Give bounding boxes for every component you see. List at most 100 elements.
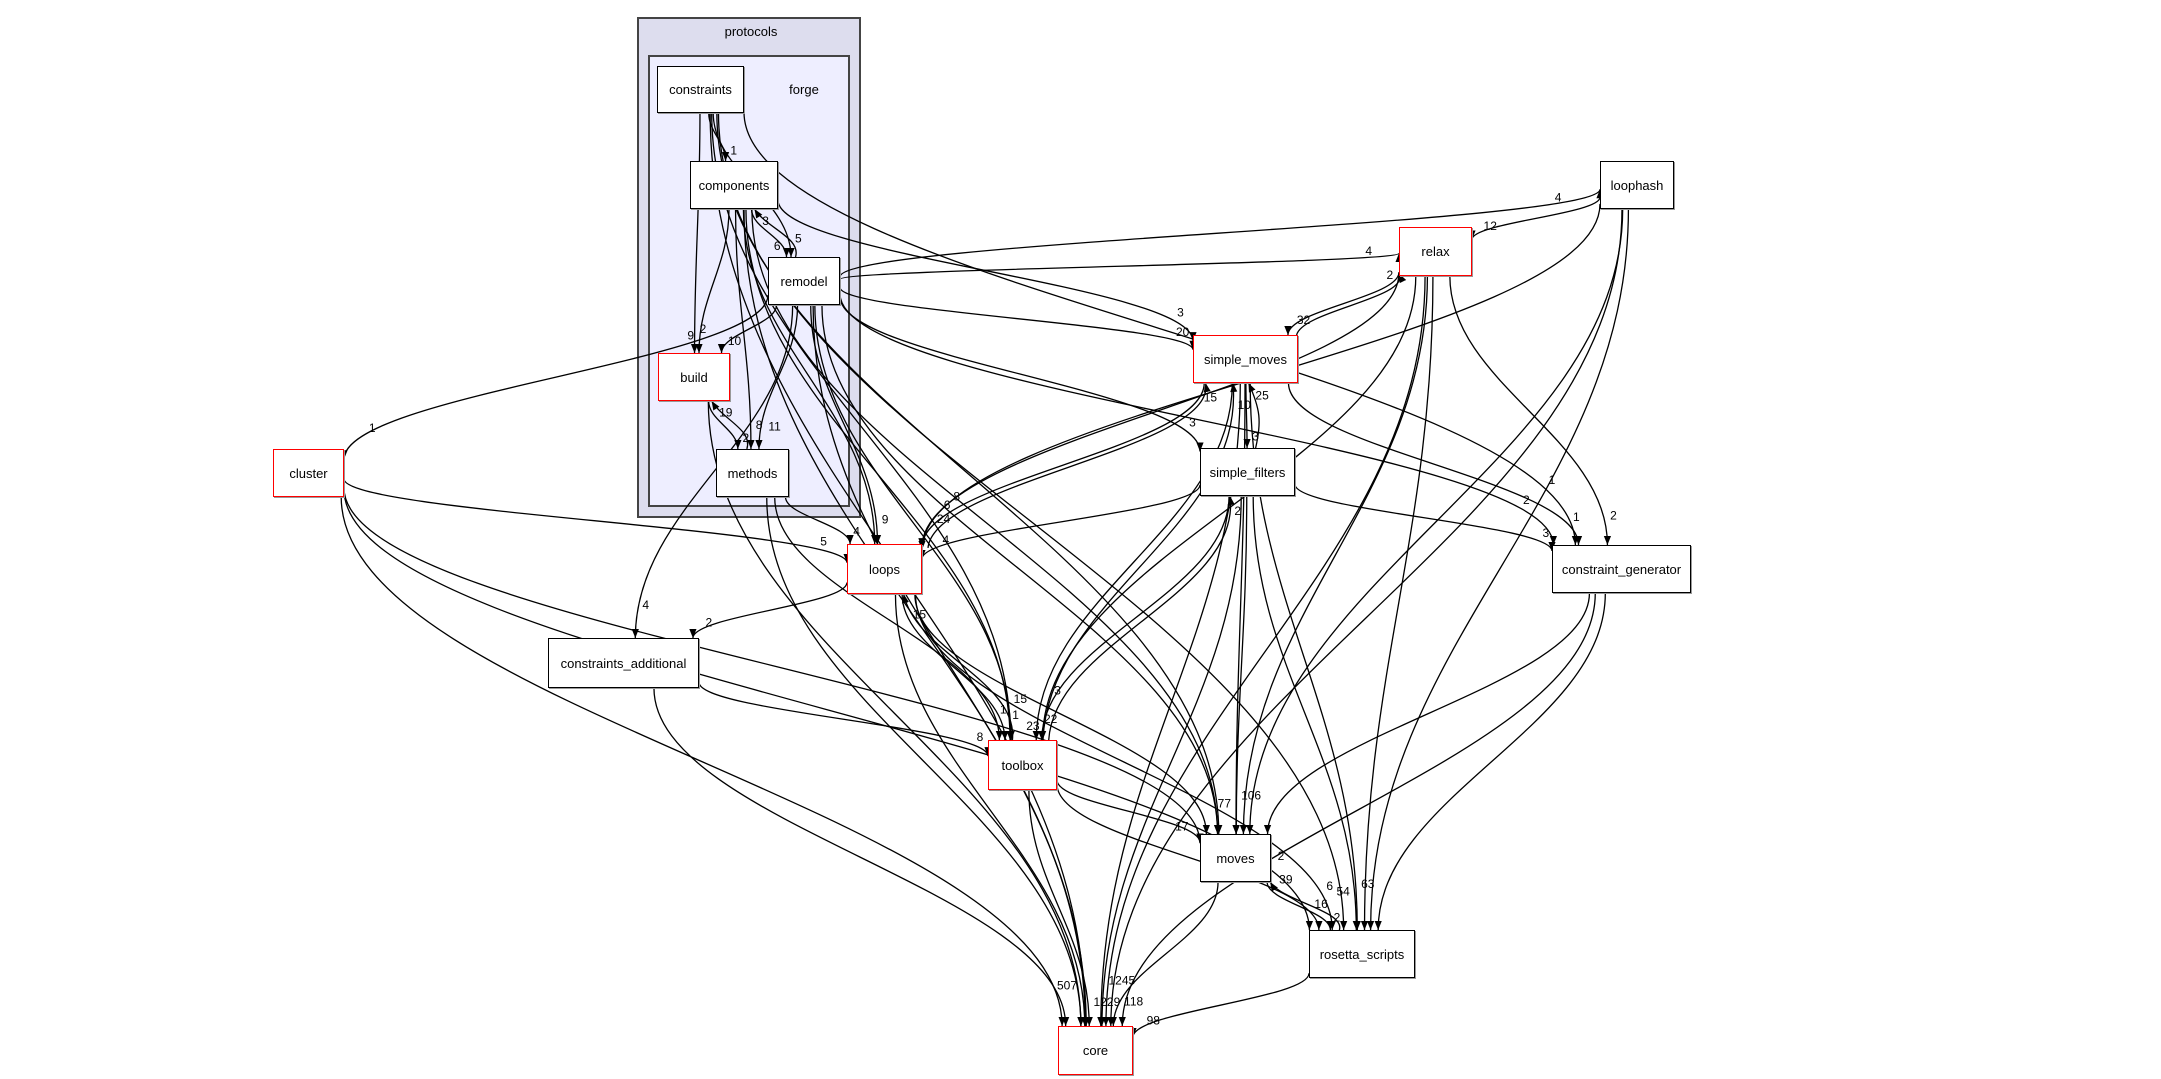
edge-constraint_generator-to-rosetta_scripts[interactable]	[1374, 592, 1606, 931]
edge-cluster-to-rosetta_scripts[interactable]	[343, 489, 1313, 931]
edge-constraints-to-constraint_generator[interactable]	[743, 112, 1579, 546]
edge-simple_moves-to-loops[interactable]	[918, 382, 1205, 548]
node-constraint-generator[interactable]: constraint_generator	[1552, 545, 1691, 593]
node-constraints[interactable]: constraints	[657, 66, 744, 113]
edge-toolbox-to-simple_filters[interactable]	[1048, 495, 1235, 741]
edge-remodel-to-loophash[interactable]	[839, 188, 1604, 278]
node-build[interactable]: build	[658, 353, 730, 401]
node-label: constraint_generator	[1561, 561, 1682, 577]
node-moves[interactable]: moves	[1200, 834, 1271, 882]
edge-relax-to-constraint_generator[interactable]	[1449, 275, 1612, 546]
node-label: constraints	[669, 82, 732, 97]
edge-simple_moves-to-constraint_generator[interactable]	[1287, 382, 1583, 546]
node-methods[interactable]: methods	[716, 449, 789, 497]
edge-relax-to-loops[interactable]	[918, 272, 1400, 548]
edge-loops-to-core[interactable]	[894, 593, 1089, 1027]
edge-constraints_additional-to-toolbox[interactable]	[698, 682, 992, 757]
edge-relax-to-core[interactable]	[1102, 275, 1426, 1027]
node-remodel[interactable]: remodel	[768, 257, 840, 305]
edge-remodel-to-moves[interactable]	[821, 304, 1222, 835]
edge-constraints_additional-to-core[interactable]	[653, 687, 1070, 1027]
node-simple-moves[interactable]: simple_moves	[1193, 335, 1298, 383]
edge-simple_filters-to-toolbox[interactable]	[1038, 495, 1230, 741]
node-components[interactable]: components	[690, 161, 778, 209]
edge-components-to-methods[interactable]	[734, 208, 755, 450]
edge-rosetta_scripts-to-moves[interactable]	[1269, 881, 1341, 931]
edge-components-to-build[interactable]	[695, 208, 730, 354]
edge-rosetta_scripts-to-core[interactable]	[1129, 973, 1310, 1038]
edge-simple_filters-to-simple_moves[interactable]	[1247, 382, 1260, 449]
edge-loops-to-constraints_additional[interactable]	[689, 582, 848, 639]
edge-methods-to-build[interactable]	[711, 400, 749, 450]
edge-remodel-to-toolbox[interactable]	[814, 304, 1015, 741]
edge-loops-to-toolbox[interactable]	[901, 593, 1009, 741]
edge-methods-to-loops[interactable]	[784, 496, 854, 545]
edge-constraints-to-components[interactable]	[708, 112, 730, 162]
edge-components-to-loops[interactable]	[742, 208, 879, 545]
edge-relax-to-simple_moves[interactable]	[1284, 272, 1400, 336]
edge-remodel-to-simple_moves[interactable]	[839, 287, 1197, 351]
edge-remodel-to-cluster[interactable]	[340, 294, 769, 460]
edge-loops-to-moves[interactable]	[914, 593, 1210, 835]
edge-loophash-to-moves[interactable]	[1246, 208, 1624, 835]
edge-remodel-to-build[interactable]	[717, 304, 778, 354]
node-label: moves	[1216, 850, 1255, 866]
edge-simple_filters-to-core[interactable]	[1098, 495, 1242, 1027]
edge-components-to-moves[interactable]	[751, 208, 1222, 835]
edge-remodel-to-methods[interactable]	[755, 304, 799, 450]
edge-constraint_generator-to-moves[interactable]	[1263, 592, 1591, 835]
node-loophash[interactable]: loophash	[1600, 161, 1674, 209]
node-core[interactable]: core	[1058, 1026, 1133, 1075]
node-label: simple_moves	[1203, 351, 1288, 367]
edge-moves-to-core[interactable]	[1109, 881, 1219, 1027]
node-cluster[interactable]: cluster	[273, 449, 344, 497]
node-toolbox[interactable]: toolbox	[988, 740, 1057, 790]
edge-cluster-to-moves[interactable]	[343, 487, 1204, 844]
edge-remodel-to-relax[interactable]	[839, 252, 1403, 280]
edge-loophash-to-rosetta_scripts[interactable]	[1366, 208, 1630, 931]
node-label: remodel	[780, 273, 828, 289]
edge-build-to-core[interactable]	[707, 400, 1085, 1027]
edge-simple_moves-to-simple_filters[interactable]	[1243, 382, 1251, 449]
edge-constraint_generator-to-core[interactable]	[1118, 592, 1596, 1027]
edge-constraints-to-moves[interactable]	[716, 112, 1223, 835]
edge-relax-to-moves[interactable]	[1239, 275, 1429, 835]
edge-toolbox-to-core[interactable]	[1028, 789, 1093, 1027]
node-constraints-additional[interactable]: constraints_additional	[548, 638, 699, 688]
node-loops[interactable]: loops	[847, 544, 922, 594]
edge-build-to-methods[interactable]	[707, 400, 742, 450]
edge-cluster-to-loops[interactable]	[343, 478, 851, 563]
edge-toolbox-to-moves[interactable]	[1056, 779, 1204, 843]
edge-methods-to-core[interactable]	[766, 496, 1085, 1027]
edge-loophash-to-core[interactable]	[1107, 208, 1623, 1027]
edge-simple_filters-to-rosetta_scripts[interactable]	[1252, 495, 1360, 931]
node-relax[interactable]: relax	[1399, 227, 1472, 276]
edge-remodel-to-simple_filters[interactable]	[839, 296, 1204, 452]
edge-remodel-to-constraints_additional[interactable]	[631, 304, 794, 639]
edge-toolbox-to-loops[interactable]	[901, 593, 1014, 741]
edge-remodel-to-constraint_generator[interactable]	[839, 293, 1557, 546]
edge-simple_filters-to-loops[interactable]	[918, 484, 1201, 560]
edge-constraints-to-build[interactable]	[690, 112, 701, 354]
edge-relax-to-rosetta_scripts[interactable]	[1360, 275, 1434, 931]
node-label: toolbox	[1001, 757, 1044, 773]
edge-remodel-to-loops[interactable]	[810, 304, 882, 545]
edge-loops-to-rosetta_scripts[interactable]	[914, 593, 1336, 931]
edge-simple_filters-to-moves[interactable]	[1232, 495, 1248, 835]
edge-methods-to-toolbox[interactable]	[774, 496, 1003, 741]
edge-remodel-to-core[interactable]	[812, 304, 1090, 1027]
edge-simple_moves-to-toolbox[interactable]	[1032, 382, 1233, 741]
edge-loophash-to-relax[interactable]	[1468, 196, 1601, 240]
node-simple-filters[interactable]: simple_filters	[1200, 448, 1295, 496]
edge-toolbox-to-rosetta_scripts[interactable]	[1056, 784, 1323, 931]
edge-moves-to-rosetta_scripts[interactable]	[1266, 881, 1334, 931]
edge-constraints-to-rosetta_scripts[interactable]	[717, 112, 1348, 931]
node-rosetta-scripts[interactable]: rosetta_scripts	[1309, 930, 1415, 978]
edge-cluster-to-core[interactable]	[340, 496, 1066, 1027]
edge-remodel-to-components[interactable]	[753, 208, 797, 258]
node-label: constraints_additional	[560, 655, 687, 671]
edge-toolbox-to-simple_moves[interactable]	[1042, 382, 1238, 741]
edge-simple_filters-to-constraint_generator[interactable]	[1294, 484, 1556, 552]
edge-loops-to-simple_moves[interactable]	[927, 382, 1211, 548]
